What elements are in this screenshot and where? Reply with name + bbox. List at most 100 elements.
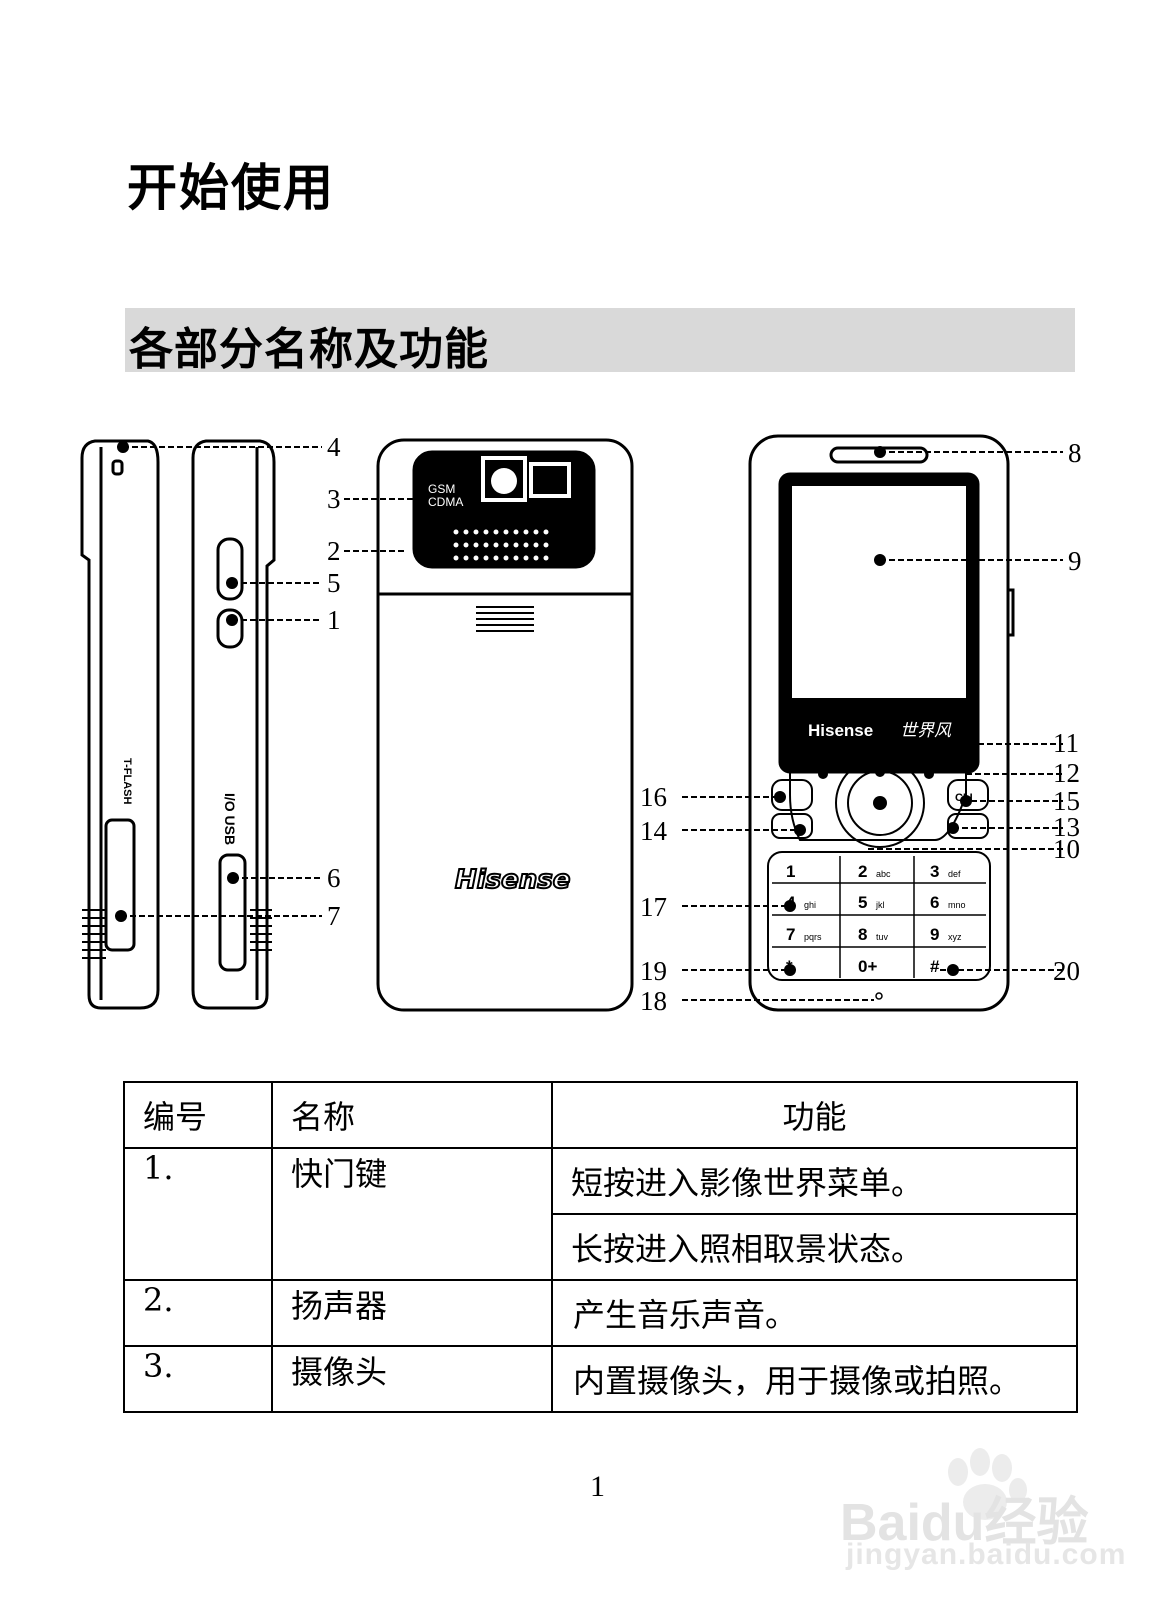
header-no: 编号 [123, 1081, 273, 1149]
row-func: 长按进入照相取景状态。 [551, 1213, 1078, 1281]
grille-hole [523, 529, 529, 535]
table-row: 长按进入照相取景状态。 [124, 1213, 1078, 1281]
grille-hole [543, 555, 549, 561]
parts-table: 编号 名称 功能 1. 快门键 短按进入影像世界菜单。 长按进入照相取景状态。 … [123, 1081, 1078, 1413]
row-name: 快门键 [271, 1147, 553, 1281]
keypad-key: 4 [786, 893, 796, 912]
callout-number: 6 [327, 863, 341, 893]
grille-hole [503, 555, 509, 561]
callout-number: 4 [327, 432, 341, 462]
row-name: 扬声器 [271, 1279, 553, 1347]
grille-hole [533, 529, 539, 535]
grille-hole [503, 542, 509, 548]
grille-hole [453, 555, 459, 561]
grille-hole [513, 555, 519, 561]
table-row: 3. 摄像头 内置摄像头，用于摄像或拍照。 [123, 1345, 1078, 1413]
keypad-key: 6 [930, 893, 939, 912]
callout-number: 15 [1053, 786, 1080, 816]
grille-hole [453, 529, 459, 535]
grille-hole [463, 555, 469, 561]
table-row: 2. 扬声器 产生音乐声音。 [123, 1279, 1078, 1347]
row-func: 短按进入影像世界菜单。 [551, 1147, 1078, 1215]
callout-number: 9 [1068, 546, 1082, 576]
header-func: 功能 [551, 1081, 1078, 1149]
grille-hole [483, 529, 489, 535]
grille-hole [513, 542, 519, 548]
row-no: 1. [123, 1147, 273, 1281]
keypad-key: 1 [786, 862, 795, 881]
grille-hole [463, 529, 469, 535]
keypad-key-letters: jkl [875, 900, 885, 910]
keypad-key-letters: tuv [876, 932, 889, 942]
phone-side-view-left: T-FLASH [80, 439, 160, 1010]
keypad-key-letters: xyz [948, 932, 962, 942]
callout-number: 10 [1053, 834, 1080, 864]
callout-lines [121, 446, 1063, 1001]
header-name: 名称 [271, 1081, 553, 1149]
usb-label: I/O USB [222, 793, 238, 845]
grille-hole [493, 542, 499, 548]
callout-number: 8 [1068, 438, 1082, 468]
callout-number: 12 [1053, 758, 1080, 788]
callout-number: 19 [640, 956, 667, 986]
keypad-key: * [786, 957, 793, 976]
page-number: 1 [590, 1470, 605, 1503]
callout-number: 20 [1053, 956, 1080, 986]
callout-number: 1 [327, 605, 341, 635]
keypad-key: 2 [858, 862, 867, 881]
grille-hole [523, 555, 529, 561]
grille-hole [523, 542, 529, 548]
back-brand-logo: Hisense [455, 865, 570, 895]
grille-hole [493, 529, 499, 535]
section-title: 各部分名称及功能 [129, 324, 489, 375]
callout-number: 3 [327, 484, 341, 514]
back-gsm-label: GSM [428, 482, 455, 496]
row-no: 2. [123, 1279, 273, 1347]
callout-number: 13 [1053, 812, 1080, 842]
grille-hole [473, 529, 479, 535]
watermark-brand: Baidu经验 [840, 1494, 1088, 1552]
row-func: 内置摄像头，用于摄像或拍照。 [551, 1345, 1078, 1413]
speaker-grille [453, 529, 549, 561]
callout-number: 16 [640, 782, 667, 812]
keypad-key: 3 [930, 862, 939, 881]
row-func: 产生音乐声音。 [551, 1279, 1078, 1347]
phone-parts-diagram: T-FLASH I/O USB [80, 432, 1082, 1016]
grille-hole [503, 529, 509, 535]
keypad-key: 0+ [858, 957, 877, 976]
baidu-paw-logo: Baidu经验 [840, 1448, 1088, 1552]
grille-hole [473, 542, 479, 548]
back-cdma-label: CDMA [428, 495, 463, 509]
cli-label: CLI [955, 792, 973, 804]
grille-hole [513, 529, 519, 535]
grille-hole [483, 542, 489, 548]
grille-hole [493, 555, 499, 561]
grille-hole [453, 542, 459, 548]
grille-hole [483, 555, 489, 561]
row-name: 摄像头 [271, 1345, 553, 1413]
phone-back-view [376, 438, 634, 1012]
keypad-key: 9 [930, 925, 939, 944]
callout-number: 14 [640, 816, 668, 846]
grille-hole [533, 542, 539, 548]
callout-number: 17 [640, 892, 667, 922]
grille-hole [463, 542, 469, 548]
keypad-key-letters: def [948, 869, 961, 879]
keypad-key-letters: pqrs [804, 932, 822, 942]
callout-number: 2 [327, 536, 341, 566]
callout-number: 18 [640, 986, 667, 1016]
keypad-key: 5 [858, 893, 867, 912]
phone-front-view [748, 434, 1015, 1012]
keypad-key-letters: abc [876, 869, 891, 879]
callout-number: 5 [327, 568, 341, 598]
keypad-key: 7 [786, 925, 795, 944]
tflash-label: T-FLASH [121, 758, 133, 804]
page-heading: 开始使用 [127, 159, 335, 217]
phone-side-view-right: I/O USB [191, 439, 276, 1010]
keypad-key-letters: ghi [804, 900, 816, 910]
callout-dots [115, 441, 972, 976]
grille-hole [473, 555, 479, 561]
front-logo-script: 世界风 [900, 721, 952, 741]
